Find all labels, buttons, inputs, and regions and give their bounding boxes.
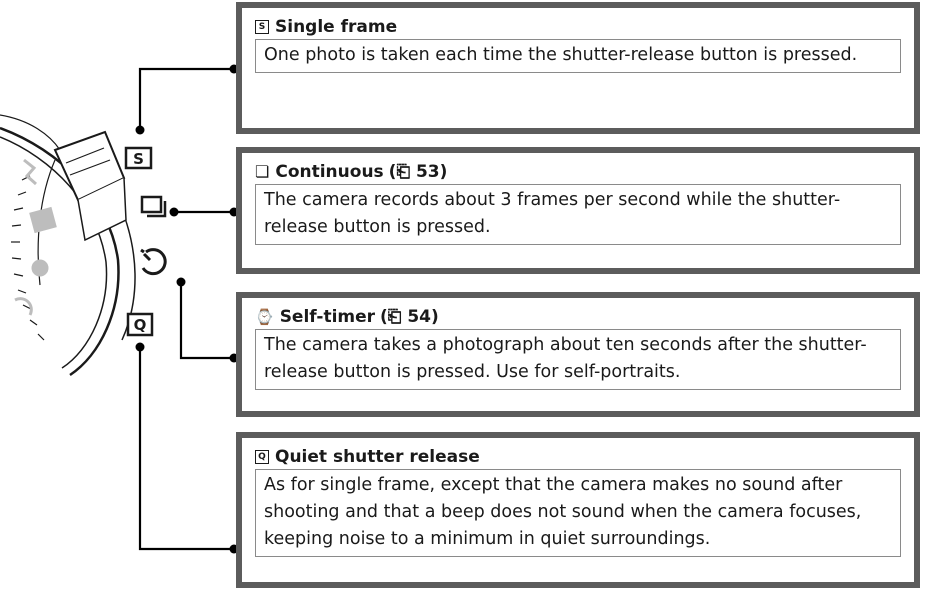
page-reference: (⎗ 54) <box>380 307 439 327</box>
mode-box-self-timer: ⌚ Self-timer (⎗ 54) The camera takes a p… <box>236 292 920 417</box>
mode-box-quiet-shutter: Q Quiet shutter release As for single fr… <box>236 432 920 588</box>
s-mode-icon <box>124 146 153 170</box>
mode-description-quiet-shutter: As for single frame, except that the cam… <box>255 469 901 557</box>
s-mode-icon: S <box>255 20 269 34</box>
mode-title-text: Single frame <box>275 17 398 37</box>
dial-scene-icons <box>14 158 57 316</box>
mode-title-single-frame: S Single frame <box>255 15 901 39</box>
mode-title-text: Self-timer <box>279 307 376 327</box>
mode-box-continuous: ❏ Continuous (⎗ 53) The camera records a… <box>236 147 920 274</box>
release-mode-dial-illustration: S Q <box>0 64 239 554</box>
q-mode-icon <box>126 312 154 337</box>
mode-title-quiet-shutter: Q Quiet shutter release <box>255 445 901 469</box>
mode-description-self-timer: The camera takes a photograph about ten … <box>255 329 901 390</box>
self-timer-icon: ⌚ <box>255 308 274 326</box>
dial-lever <box>53 130 127 242</box>
leader-line-quiet <box>138 347 236 551</box>
mode-description-continuous: The camera records about 3 frames per se… <box>255 184 901 245</box>
mode-title-text: Continuous <box>275 162 384 182</box>
mode-box-single-frame: S Single frame One photo is taken each t… <box>236 2 920 134</box>
mode-title-text: Quiet shutter release <box>275 447 480 467</box>
self-timer-icon <box>140 248 167 276</box>
leader-dots <box>135 64 239 554</box>
leader-lines <box>138 67 236 551</box>
continuous-mode-icon <box>140 195 167 218</box>
page-reference: (⎗ 53) <box>388 162 448 182</box>
dial-s-label: S <box>133 150 144 168</box>
dial-q-label: Q <box>134 316 147 334</box>
mode-title-continuous: ❏ Continuous (⎗ 53) <box>255 160 901 184</box>
mode-description-single-frame: One photo is taken each time the shutter… <box>255 39 901 73</box>
q-mode-icon: Q <box>255 450 269 464</box>
continuous-mode-icon: ❏ <box>255 162 270 181</box>
leader-line-single <box>138 67 236 130</box>
dial-mode-labels: S Q <box>124 146 167 337</box>
dial-knurl <box>11 175 45 341</box>
mode-title-self-timer: ⌚ Self-timer (⎗ 54) <box>255 305 901 329</box>
leader-line-self-timer <box>179 282 236 360</box>
